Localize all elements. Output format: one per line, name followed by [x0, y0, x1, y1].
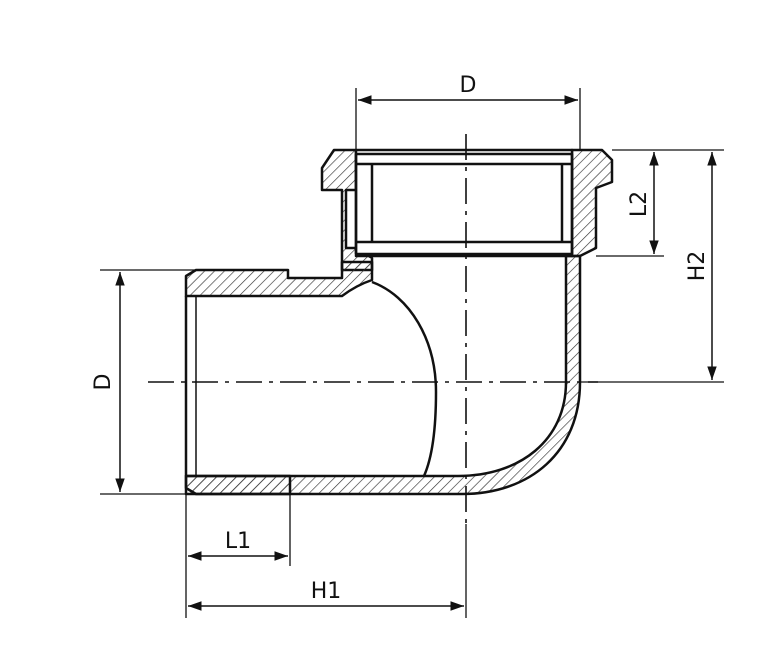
side-lower-stub	[184, 474, 292, 496]
dimension-lines	[115, 95, 717, 611]
center-lines	[148, 134, 598, 524]
label-h2: H2	[685, 251, 710, 282]
side-upper-wall	[184, 260, 374, 298]
top-socket-right-wall	[570, 148, 614, 258]
label-l1: L1	[225, 529, 251, 554]
label-h1: H1	[311, 579, 342, 604]
top-socket-bore	[354, 148, 574, 258]
label-left-d: D	[91, 374, 116, 391]
extension-lines	[100, 88, 724, 618]
inner-bore-curve	[371, 280, 438, 477]
fitting-section	[184, 148, 614, 496]
label-top-d: D	[460, 73, 477, 98]
label-l2: L2	[627, 191, 652, 217]
